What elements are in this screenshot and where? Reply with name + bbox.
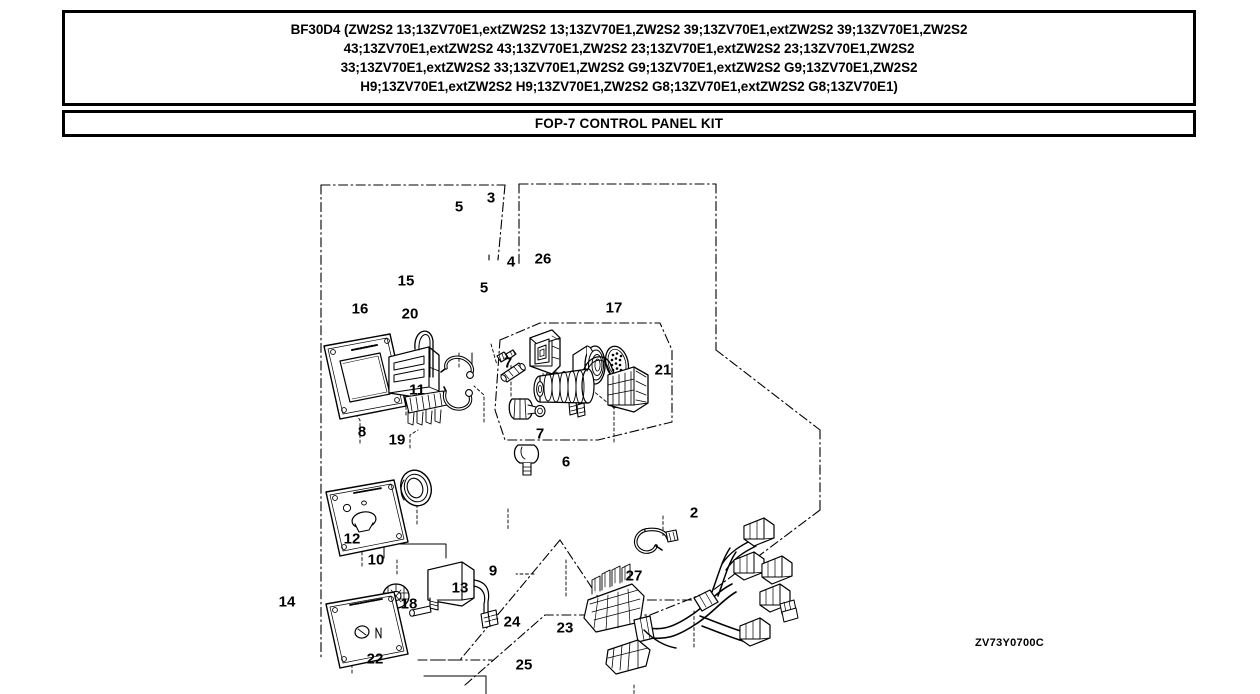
- kit-title-text: FOP-7 CONTROL PANEL KIT: [534, 116, 724, 131]
- callout-7a: 7: [503, 354, 513, 372]
- callout-10: 10: [367, 551, 385, 569]
- callout-21: 21: [654, 361, 672, 379]
- callout-23: 23: [556, 619, 574, 637]
- callout-25: 25: [515, 656, 533, 674]
- callout-6: 6: [561, 453, 571, 471]
- callout-4: 4: [506, 253, 516, 271]
- callout-2: 2: [689, 504, 699, 522]
- parts-diagram: [0, 140, 1260, 694]
- callout-5a: 5: [454, 198, 464, 216]
- model-title-text: BF30D4 (ZW2S2 13;13ZV70E1,extZW2S2 13;13…: [290, 22, 968, 94]
- callout-26: 26: [534, 250, 552, 268]
- callout-7b: 7: [535, 425, 545, 443]
- callout-15: 15: [397, 272, 415, 290]
- callout-8: 8: [357, 423, 367, 441]
- model-title-box: BF30D4 (ZW2S2 13;13ZV70E1,extZW2S2 13;13…: [62, 10, 1196, 106]
- callout-27: 27: [625, 567, 643, 585]
- callout-13: 13: [451, 579, 469, 597]
- callout-14: 14: [278, 593, 296, 611]
- callout-3: 3: [486, 189, 496, 207]
- callout-12: 12: [343, 530, 361, 548]
- callout-5b: 5: [479, 279, 489, 297]
- callout-20: 20: [401, 305, 419, 323]
- callout-22: 22: [366, 650, 384, 668]
- kit-title-box: FOP-7 CONTROL PANEL KIT: [62, 110, 1196, 137]
- callout-24: 24: [503, 613, 521, 631]
- callout-19: 19: [388, 431, 406, 449]
- callout-9: 9: [488, 562, 498, 580]
- callout-16: 16: [351, 300, 369, 318]
- drawing-number: ZV73Y0700C: [975, 637, 1045, 649]
- callout-17: 17: [605, 299, 623, 317]
- callout-18: 18: [400, 595, 418, 613]
- callout-11: 11: [409, 381, 425, 399]
